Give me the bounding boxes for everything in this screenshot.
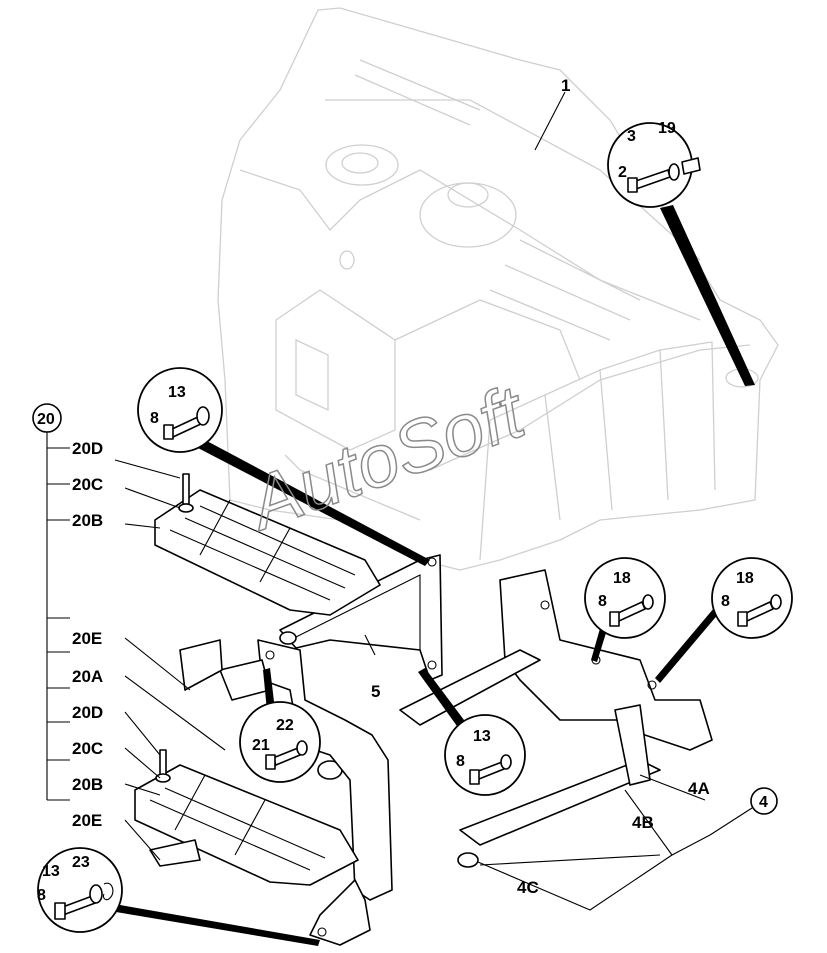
label-part-20: 20 — [37, 411, 55, 428]
label-part-5: 5 — [371, 682, 380, 701]
step-hanger-frame — [219, 639, 393, 946]
label-part-19: 19 — [658, 120, 676, 137]
label-part-18-a: 18 — [613, 570, 631, 587]
label-part-13-middle: 13 — [473, 728, 491, 745]
label-part-3: 3 — [627, 128, 636, 145]
leader-lines — [46, 91, 753, 911]
callout-leaders — [116, 205, 755, 946]
label-part-20e-upper: 20E — [72, 629, 102, 648]
label-part-8-middle: 8 — [456, 753, 465, 770]
label-part-20c-lower: 20C — [72, 739, 103, 758]
label-part-20b-upper: 20B — [72, 511, 103, 530]
label-part-13-lower: 13 — [42, 863, 60, 880]
label-part-8-upper: 8 — [150, 410, 159, 427]
fuel-tank-ghost — [217, 7, 779, 571]
callout-circle-top-right — [607, 122, 701, 208]
label-part-1: 1 — [561, 76, 570, 95]
label-part-13-upper: 13 — [168, 384, 186, 401]
label-part-8-right-b: 8 — [721, 593, 730, 610]
label-part-4: 4 — [759, 794, 768, 811]
label-part-20a: 20A — [72, 667, 103, 686]
part-labels: 1 3 19 2 20 13 8 20D 20C 20B 20E 20A 20D… — [32, 76, 778, 904]
callout-circle-middle — [444, 714, 526, 796]
label-part-18-b: 18 — [736, 570, 754, 587]
callout-circle-bottom-left — [37, 847, 123, 933]
callout-circle-right-2 — [711, 557, 793, 639]
label-part-4a: 4A — [688, 779, 710, 798]
callout-circle-middle-left — [239, 701, 321, 783]
label-part-2: 2 — [618, 164, 627, 181]
label-part-20b-lower: 20B — [72, 775, 103, 794]
label-part-22: 22 — [276, 717, 294, 734]
label-part-8-right-a: 8 — [598, 593, 607, 610]
mounting-frame — [317, 569, 713, 868]
watermark-text: AutoSoft — [235, 369, 537, 547]
lower-step-tread — [134, 639, 359, 886]
label-part-20e-lower: 20E — [72, 811, 102, 830]
part-20-circle — [32, 403, 62, 433]
callout-circle-right-1 — [584, 557, 666, 639]
callout-circle-upper-left — [137, 367, 223, 453]
label-part-21: 21 — [252, 737, 270, 754]
label-part-4b: 4B — [632, 813, 654, 832]
upper-step-tread — [154, 473, 381, 616]
label-part-20c-upper: 20C — [72, 475, 103, 494]
part-4-circle — [750, 787, 778, 815]
label-part-20d-upper: 20D — [72, 439, 103, 458]
label-part-23: 23 — [72, 854, 90, 871]
label-part-8-lower: 8 — [37, 887, 46, 904]
label-part-4c: 4C — [517, 878, 539, 897]
label-part-20d-lower: 20D — [72, 703, 103, 722]
